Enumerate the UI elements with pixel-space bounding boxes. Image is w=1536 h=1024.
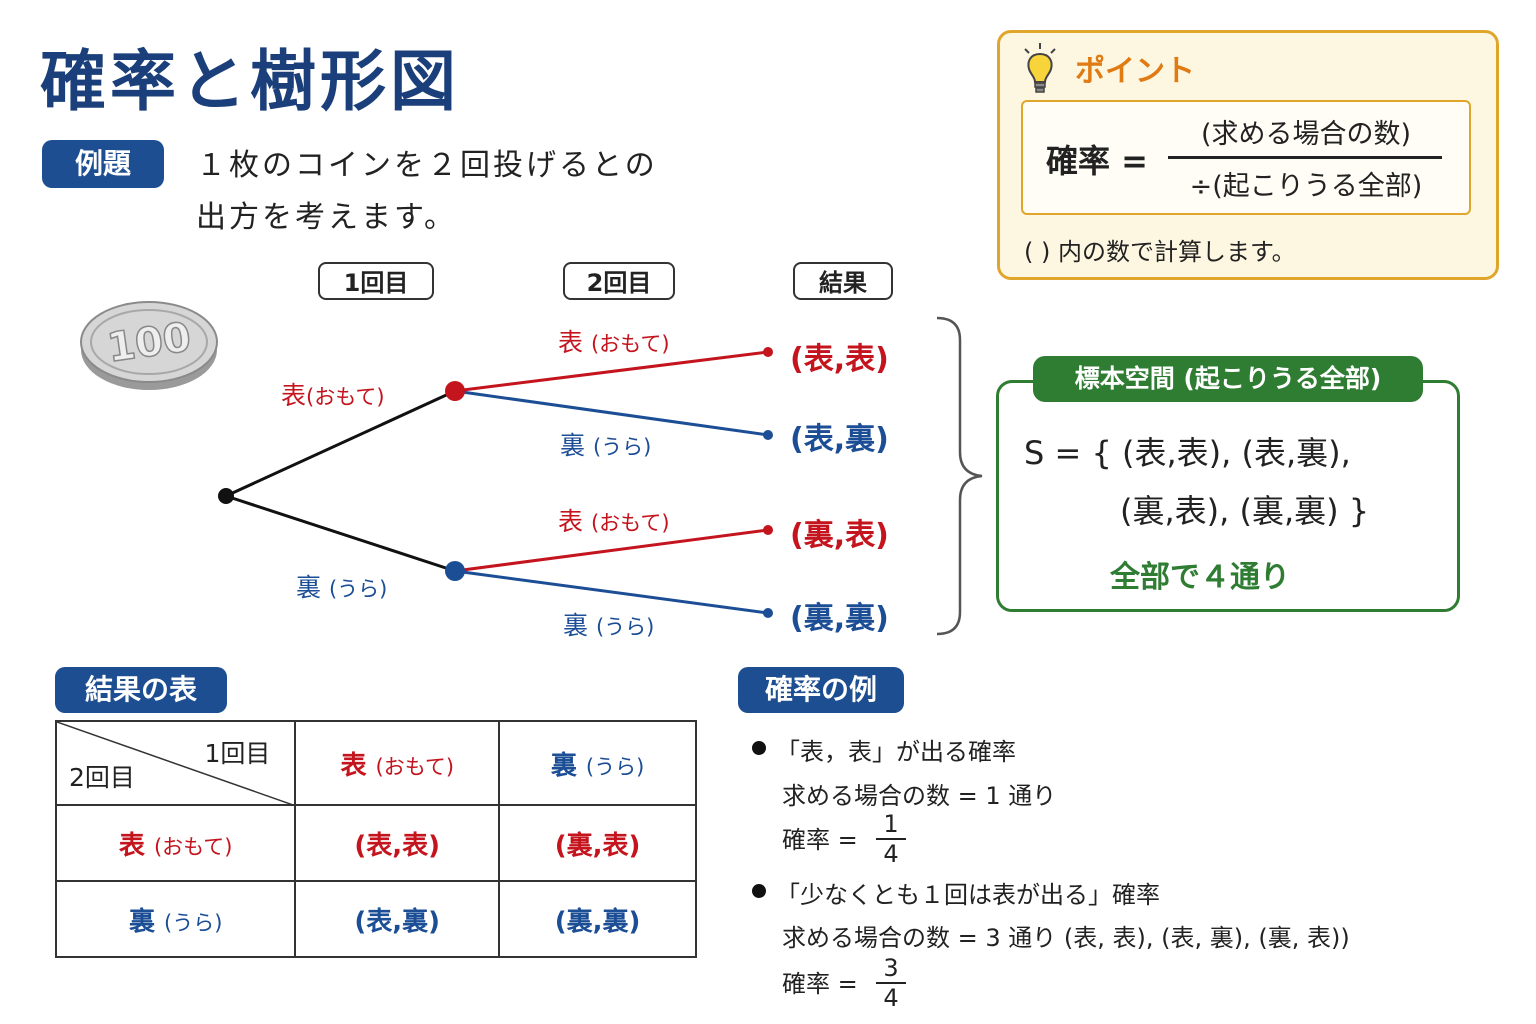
coin-image: 100 [80,301,218,390]
bullet-icon [752,884,766,898]
table-badge: 結果の表 [55,667,227,713]
example-line-2: 出方を考えます。 [196,200,457,235]
fraction-numerator: 1 [883,810,899,838]
table-row-header-heads: 表 (おもて) [54,804,297,882]
lightbulb-icon [1024,43,1056,93]
example-line-1: １枚のコインを２回投げるとの [196,148,658,183]
table-corner-cell: 1回目 2回目 [54,720,297,806]
sample-space-line-2: (裏,表), (裏,裏) } [1120,492,1370,530]
example-2-fraction: 3 4 [876,954,906,1012]
table-cell: (裏,表) [498,804,697,882]
point-note: ( ) 内の数で計算します。 [1024,238,1296,266]
table-row: 表 (おもて) (表,表) (裏,表) [54,804,697,882]
sample-space-line-1: S = { (表,表), (表,裏), [1024,434,1351,472]
tree-header-second: 2回目 [563,262,675,300]
tree-second-label-3: 表 (おもて) [558,507,670,536]
tree-diagram [218,316,983,636]
example-1-prob-label: 確率 = [782,826,858,854]
tree-second-label-1: 表 (おもて) [558,328,670,357]
formula-lhs: 確率 = [1046,142,1148,180]
tree-result-4: (裏,裏) [790,601,889,636]
tree-second-label-4: 裏 (うら) [563,611,655,640]
tree-result-3: (裏,表) [790,518,889,553]
table-header-row: 1回目 2回目 表 (おもて) 裏 (うら) [54,720,697,806]
tree-result-1: (表,表) [790,342,889,377]
sample-space-box [996,380,1460,612]
formula-numerator: (求める場合の数) [1200,119,1412,150]
formula-fraction-bar [1168,156,1442,159]
table-row-header-tails: 裏 (うら) [54,880,297,958]
formula-denominator: ÷(起こりうる全部) [1189,171,1423,202]
table-cell: (表,表) [294,804,501,882]
table-cell: (裏,裏) [498,880,697,958]
example-text: １枚のコインを２回投げるとの 出方を考えます。 [196,140,658,244]
tree-header-result: 結果 [793,262,893,300]
table-corner-top: 1回目 [204,739,271,768]
example-badge: 例題 [42,140,164,188]
sample-space-total: 全部で４通り [1110,560,1290,595]
probability-badge: 確率の例 [738,667,904,713]
fraction-bar [876,838,906,840]
sample-space-badge: 標本空間 (起こりうる全部) [1033,356,1423,402]
example-1-heading: 「表，表」が出る確率 [776,738,1016,766]
example-2-prob-label: 確率 = [782,970,858,998]
example-2-cases: 求める場合の数 = 3 通り (表, 表), (表, 裏), (裏, 表)) [782,924,1350,952]
table-diagonal-line [57,722,296,806]
example-1-cases: 求める場合の数 = 1 通り [782,782,1057,810]
tree-result-2: (表,裏) [790,422,889,457]
example-1-fraction: 1 4 [876,810,906,868]
fraction-denominator: 4 [883,984,899,1012]
result-table: 1回目 2回目 表 (おもて) 裏 (うら) 表 (おもて) (表,表) (裏,… [54,720,697,958]
table-corner-bottom: 2回目 [69,763,135,792]
table-col-header-heads: 表 (おもて) [294,720,501,806]
tree-first-tails-label: 裏 (うら) [296,573,388,602]
table-col-header-tails: 裏 (うら) [498,720,697,806]
fraction-numerator: 3 [883,954,899,982]
fraction-bar [876,982,906,984]
tree-header-first: 1回目 [318,262,434,300]
page-title: 確率と樹形図 [40,43,460,120]
tree-first-heads-label: 表(おもて) [281,381,385,410]
tree-second-label-2: 裏 (うら) [560,431,652,460]
fraction-denominator: 4 [883,840,899,868]
bullet-icon [752,741,766,755]
table-row: 裏 (うら) (表,裏) (裏,裏) [54,880,697,958]
example-2-heading: 「少なくとも１回は表が出る」確率 [776,881,1160,909]
point-label: ポイント [1075,54,1195,89]
table-cell: (表,裏) [294,880,501,958]
